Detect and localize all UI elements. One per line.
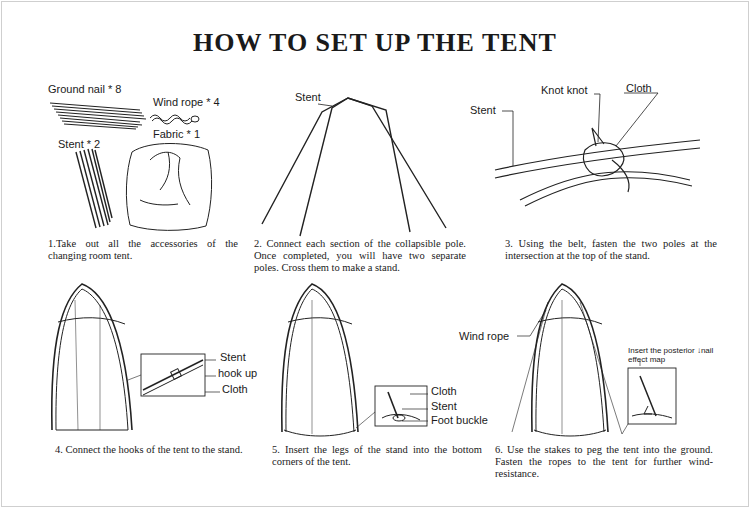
- fabric-bag: [126, 144, 211, 231]
- step-caption: 2. Connect each section of the collapsib…: [254, 238, 466, 274]
- crossed-stand: [262, 98, 446, 236]
- part-name: Wind rope: [459, 330, 509, 342]
- tent-foot-step: [282, 284, 428, 436]
- ground-nails: [50, 103, 146, 129]
- part-name: hook up: [218, 367, 257, 379]
- part-name: Stent: [431, 400, 457, 412]
- stent-bundle: [76, 149, 112, 228]
- part-name: Stent: [470, 104, 496, 116]
- step-caption: 1.Take out all the accessories of the ch…: [48, 238, 238, 262]
- step-caption: 4. Connect the hooks of the tent to the …: [55, 444, 255, 456]
- part-name: Knot knot: [541, 84, 587, 96]
- leader-lines: [502, 93, 658, 166]
- step-caption: 6. Use the stakes to peg the tent into t…: [495, 444, 713, 480]
- part-name: Stent * 2: [58, 138, 100, 150]
- step-caption: 5. Insert the legs of the stand into the…: [272, 444, 482, 468]
- note-text: Insert the posterior ↓nail effect map: [628, 346, 720, 364]
- part-name: Cloth: [431, 385, 457, 397]
- main-title: HOW TO SET UP THE TENT: [193, 28, 557, 58]
- knot-detail: [495, 128, 700, 206]
- part-name: Stent: [295, 91, 321, 103]
- wind-rope-coil: [150, 115, 199, 124]
- part-name: Fabric * 1: [153, 128, 200, 140]
- part-name: Stent: [220, 351, 246, 363]
- part-name: Cloth: [222, 383, 248, 395]
- tent-hook-step: [52, 284, 220, 430]
- part-name: Cloth: [626, 82, 652, 94]
- part-name: Ground nail * 8: [48, 83, 121, 95]
- step-caption: 3. Using the belt, fasten the two poles …: [505, 238, 717, 262]
- part-name: Foot buckle: [431, 414, 488, 426]
- part-name: Wind rope * 4: [153, 96, 220, 108]
